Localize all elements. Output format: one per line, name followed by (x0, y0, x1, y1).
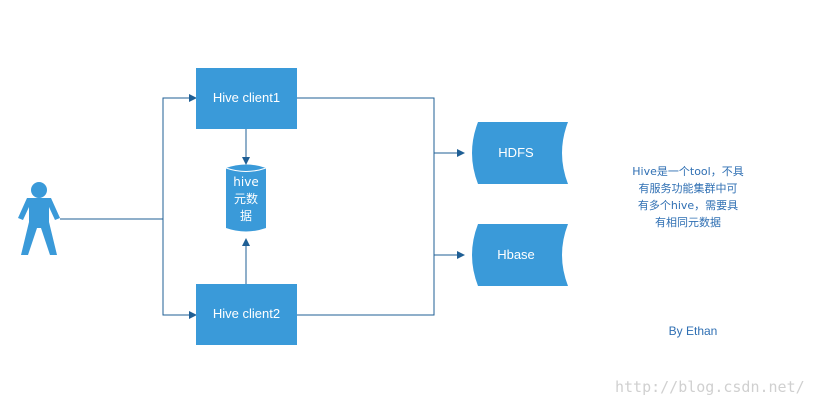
metastore-label-line-2: 元数 (234, 191, 258, 206)
note-line-2: 有服务功能集群中可 (639, 181, 738, 195)
node-hive-client2-label: Hive client2 (213, 306, 280, 321)
node-hive-client1-label: Hive client1 (213, 90, 280, 105)
node-hbase-label: Hbase (497, 247, 535, 262)
note-line-1: Hive是一个tool，不具 (632, 165, 743, 178)
node-hbase-storage: Hbase (472, 224, 568, 286)
node-hive-client1: Hive client1 (196, 68, 297, 129)
node-metastore-database: hive 元数 据 (225, 164, 267, 232)
connectors (60, 94, 465, 319)
author-credit: By Ethan (669, 324, 718, 338)
node-hdfs-label: HDFS (498, 145, 534, 160)
note-text-block: Hive是一个tool，不具 有服务功能集群中可 有多个hive，需要具 有相同… (632, 165, 743, 229)
metastore-label-line-3: 据 (240, 209, 252, 223)
user-icon (18, 182, 60, 255)
edge-fork-to-client2 (162, 219, 197, 319)
node-hdfs-storage: HDFS (472, 122, 568, 184)
metastore-label-line-1: hive (233, 175, 258, 189)
node-hive-client2: Hive client2 (196, 284, 297, 345)
note-line-4: 有相同元数据 (655, 215, 721, 229)
edge-client1-to-bus (297, 97, 435, 316)
note-line-3: 有多个hive，需要具 (638, 198, 738, 212)
edge-fork-to-client1 (162, 94, 197, 219)
watermark-url: http://blog.csdn.net/ (615, 378, 805, 396)
